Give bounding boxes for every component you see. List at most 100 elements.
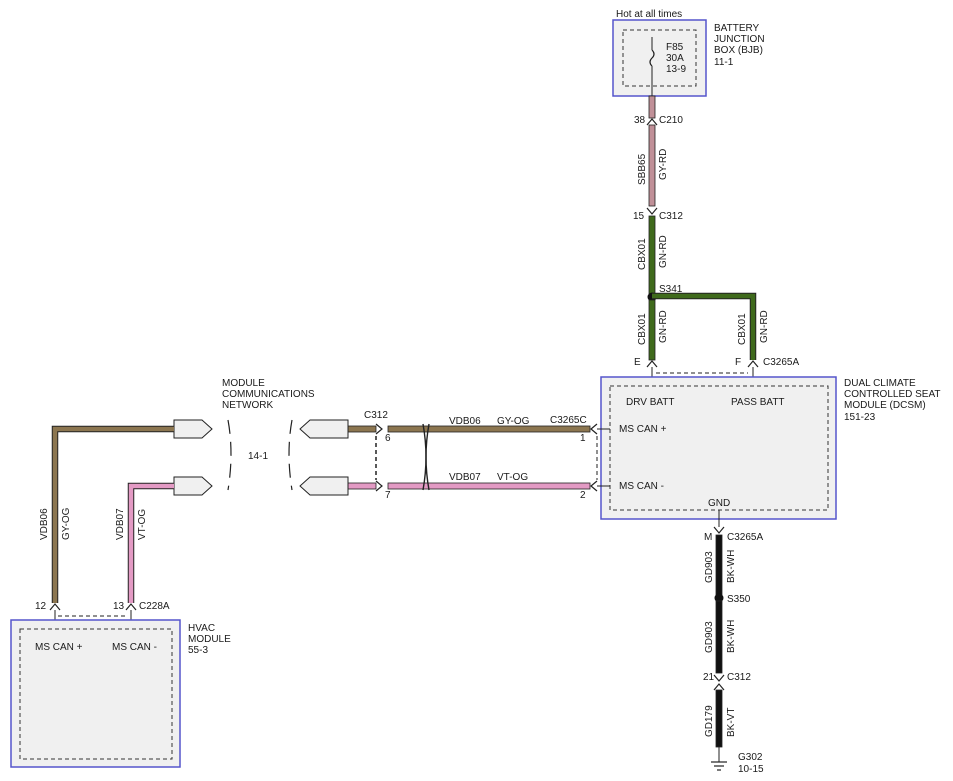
wire-cbx01-c[interactable]: [652, 293, 756, 360]
c3265a-top-name: C3265A: [763, 357, 799, 368]
bjb-name-line1: BATTERY: [714, 23, 760, 34]
c228a-pin13-arrow-icon: [125, 603, 137, 611]
network-line2: COMMUNICATIONS: [222, 389, 315, 400]
dcsm-pin-can-minus: MS CAN -: [619, 481, 664, 492]
connector-c3265a-bottom[interactable]: [713, 526, 725, 534]
wire-gd903-b[interactable]: [715, 600, 723, 674]
network-bracket-left-icon: [227, 419, 232, 491]
connector-c312-mid[interactable]: [375, 423, 383, 492]
wire-sbb65[interactable]: [648, 124, 656, 207]
wire-vdb06-horizontal[interactable]: [387, 425, 591, 433]
wire-vdb07-v-circuit: VDB07: [115, 508, 126, 540]
c3265c-pin1-arrow-icon: [590, 423, 598, 435]
ground-ref: 10-15: [738, 764, 764, 775]
ground-g302-icon: [711, 747, 727, 771]
hvac-pin-can-plus: MS CAN +: [35, 642, 83, 653]
c312-top-arrow-icon: [646, 207, 658, 215]
connector-c312-top[interactable]: [646, 207, 658, 215]
bjb-hot-note: Hot at all times: [616, 9, 682, 20]
c3265c-name: C3265C: [550, 415, 587, 426]
wire-gd179-color: BK-VT: [726, 708, 737, 737]
wire-vdb07-left[interactable]: [128, 483, 174, 603]
wire-sbb65-color: GY-RD: [658, 149, 669, 180]
c3265a-pin-f: F: [735, 357, 741, 368]
c228a-name: C228A: [139, 601, 170, 612]
dcsm-outline: [600, 376, 837, 520]
wire-cbx01-a-circuit: CBX01: [637, 238, 648, 270]
wire-sbb65-circuit: SBB65: [637, 153, 648, 185]
wire-gd903-b-color: BK-WH: [726, 620, 737, 653]
twisted-pair-right-icon: [425, 423, 430, 491]
network-ref: 14-1: [248, 451, 268, 462]
c3265a-m-arrow-icon: [713, 526, 725, 534]
wire-cbx01-b-circuit: CBX01: [637, 313, 648, 345]
c312-bottom-name: C312: [727, 672, 751, 683]
network-end-plug-lower-left-icon: [173, 476, 213, 496]
wire-vdb07-left-outline: [127, 482, 174, 603]
network-line3: NETWORK: [222, 400, 273, 411]
wire-vdb06-v-color: GY-OG: [61, 507, 72, 540]
wire-gd179[interactable]: [715, 689, 723, 748]
c312-mid-pin6: 6: [385, 433, 391, 444]
fuse-ref: 13-9: [666, 64, 686, 75]
bjb-ref: 11-1: [714, 57, 734, 68]
wire-vdb07-h-color: VT-OG: [497, 472, 528, 483]
wire-gd903-a-color: BK-WH: [726, 550, 737, 583]
wire-cbx01-c-circuit: CBX01: [737, 313, 748, 345]
wire-cbx01-a[interactable]: [648, 215, 656, 296]
bjb-name-line2: JUNCTION: [714, 34, 765, 45]
c210-arrow-icon: [646, 118, 658, 126]
connector-c3265a-top[interactable]: [646, 360, 759, 374]
wire-cbx01-c-color: GN-RD: [759, 310, 770, 343]
wire-vdb07-horizontal[interactable]: [387, 482, 591, 490]
hvac-name-line2: MODULE: [188, 634, 231, 645]
fuse-id: F85: [666, 42, 684, 53]
wire-vdb06-left[interactable]: [52, 426, 174, 603]
wire-cbx01-b[interactable]: [648, 299, 656, 361]
c3265a-e-arrow-icon: [646, 360, 658, 368]
c228a-pin13: 13: [113, 601, 125, 612]
wire-gd903-b-circuit: GD903: [704, 621, 715, 653]
connector-c228a[interactable]: [49, 603, 137, 617]
c228a-pin12-arrow-icon: [49, 603, 61, 611]
wire-vdb06-v-circuit: VDB06: [39, 508, 50, 540]
wire-gd903-a[interactable]: [715, 534, 723, 598]
network-end-plug-lower-right-icon: [299, 476, 349, 496]
c312-mid-pin7: 7: [385, 490, 391, 501]
wire-vdb07-stub-right: [347, 482, 377, 490]
wire-vdb06-stub-right: [347, 425, 377, 433]
c3265a-bottom-name: C3265A: [727, 532, 763, 543]
hvac-outline: [10, 619, 181, 768]
connector-c312-bottom[interactable]: [713, 674, 725, 691]
network-end-plug-upper-left-icon: [173, 419, 213, 439]
c210-name: C210: [659, 115, 683, 126]
c312-bottom-pin: 21: [703, 672, 715, 683]
wire-sbb65-top: [648, 95, 656, 119]
c312-mid-name: C312: [364, 410, 388, 421]
connector-c3265c[interactable]: [590, 423, 598, 492]
dcsm-name-line1: DUAL CLIMATE: [844, 378, 916, 389]
connector-c210[interactable]: [646, 118, 658, 126]
hvac-module[interactable]: MS CAN + MS CAN -: [10, 619, 181, 768]
c312-top-pin: 15: [633, 211, 645, 222]
c3265a-pin-e: E: [634, 357, 641, 368]
splice-s341-label: S341: [659, 284, 683, 295]
c3265a-pin-m: M: [704, 532, 712, 543]
ground-name: G302: [738, 752, 763, 763]
dcsm-name-line3: MODULE (DCSM): [844, 400, 926, 411]
wire-cbx01-b-color: GN-RD: [658, 310, 669, 343]
c228a-pin12: 12: [35, 601, 47, 612]
battery-junction-box[interactable]: F85 30A 13-9: [612, 19, 707, 97]
c312-pin6-arrow-icon: [375, 423, 383, 435]
dcsm-module[interactable]: DRV BATT PASS BATT MS CAN + MS CAN - GND: [600, 376, 837, 520]
fuse-amp: 30A: [666, 53, 684, 64]
c3265c-pin2-arrow-icon: [590, 480, 598, 492]
splice-s350-label: S350: [727, 594, 751, 605]
splice-s350[interactable]: [714, 593, 724, 603]
network-line1: MODULE: [222, 378, 265, 389]
bjb-inner-dashed: [622, 29, 697, 87]
network-bracket-right-icon: [288, 419, 293, 491]
dcsm-pin-pass: PASS BATT: [731, 397, 785, 408]
c3265a-f-arrow-icon: [747, 360, 759, 368]
hvac-inner-dashed: [19, 628, 173, 760]
